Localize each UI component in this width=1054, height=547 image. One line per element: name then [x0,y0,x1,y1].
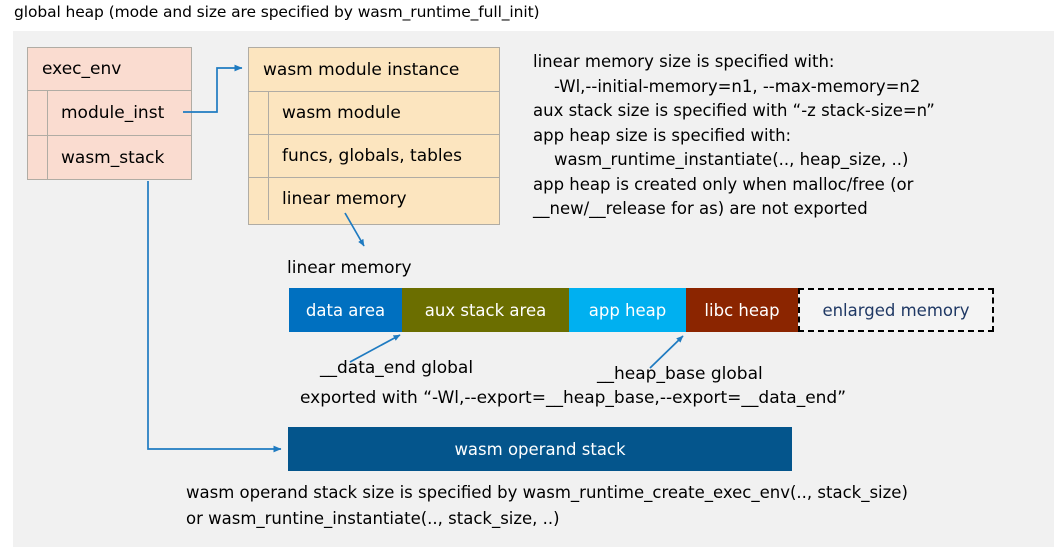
heap-base-annotation: __heap_base global [597,364,763,384]
memory-segment-label: app heap [588,300,667,320]
memory-segment-label: data area [305,300,386,320]
memory-segment-label: aux stack area [424,300,547,320]
exec-env-field-module-inst: module_inst [28,90,191,135]
memory-segment-libc-heap: libc heap [686,288,798,332]
operand-stack-note: wasm operand stack size is specified by … [186,483,908,528]
indent-gutter [28,136,48,180]
export-flags-annotation: exported with “-Wl,--export=__heap_base,… [300,388,847,408]
indent-gutter [249,92,269,134]
field-label: module_inst [61,103,165,123]
field-label: funcs, globals, tables [282,146,462,166]
linear-memory-bar: data area aux stack area app heap libc heap… [289,288,994,332]
memory-segment-label: libc heap [704,300,780,320]
indent-gutter [28,91,48,135]
memory-segment-enlarged-memory: enlarged memory [798,288,994,332]
data-end-annotation: __data_end global [320,358,474,378]
exec-env-box: exec_env module_inst wasm_stack [27,47,192,180]
exec-env-header: exec_env [42,59,122,79]
wasm-operand-stack-box: wasm operand stack [288,427,792,471]
wasm-module-instance-box: wasm module instance wasm module funcs, … [248,47,500,225]
exec-env-field-wasm-stack: wasm_stack [28,135,191,180]
linear-memory-notes: linear memory size is specified with: -W… [533,52,935,218]
memory-segment-aux-stack-area: aux stack area [402,288,569,332]
module-instance-header: wasm module instance [263,59,460,80]
memory-segment-label: enlarged memory [822,300,970,320]
module-instance-field-linear-memory: linear memory [249,177,499,220]
module-instance-field-wasm-module: wasm module [249,91,499,134]
field-label: linear memory [282,189,407,209]
field-label: wasm module [282,103,401,123]
page-title: global heap (mode and size are specified… [14,3,540,21]
indent-gutter [249,178,269,220]
linear-memory-bar-label: linear memory [287,258,412,278]
field-label: wasm_stack [61,148,165,168]
module-instance-field-funcs-globals-tables: funcs, globals, tables [249,134,499,177]
indent-gutter [249,135,269,177]
memory-segment-app-heap: app heap [569,288,686,332]
memory-segment-data-area: data area [289,288,402,332]
